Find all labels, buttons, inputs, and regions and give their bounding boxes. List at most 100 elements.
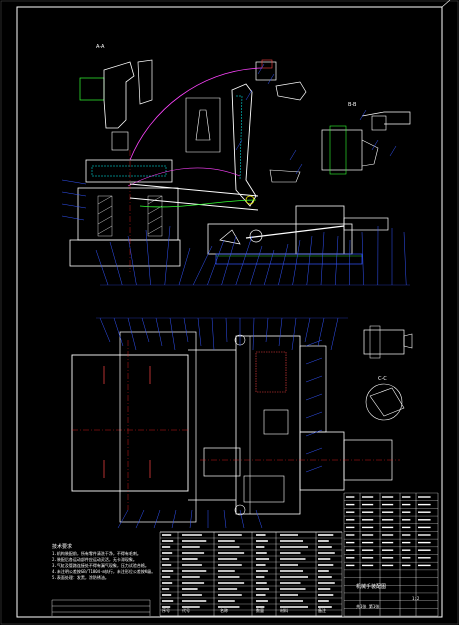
leader-line — [169, 317, 176, 351]
plan-view: C-C — [71, 317, 413, 529]
link-rod-1 — [129, 183, 259, 197]
column-housing — [77, 187, 179, 241]
leader-line — [252, 317, 255, 351]
green-link — [139, 199, 257, 208]
leader-line — [249, 245, 263, 286]
leader-line — [305, 429, 323, 437]
side-bracket — [299, 345, 327, 433]
turntable-hidden — [91, 165, 167, 177]
base-outline — [71, 354, 189, 492]
leader-line — [145, 229, 151, 286]
leader-line — [320, 231, 325, 286]
pocket-detail — [185, 97, 221, 153]
notes-line-2: 2.装配后各运动部件应运动灵活，无卡滞现象。 — [52, 556, 137, 562]
leader-line — [235, 139, 243, 151]
leader-line — [135, 509, 145, 529]
leader-lines-top — [61, 63, 410, 286]
notes-line-3: 3.气缸及管路连接处不得有漏气现象，压力试验合格。 — [52, 562, 149, 568]
notes-line-1: 1.机构装配前，所有零件清洗干净，不得有毛刺。 — [52, 550, 141, 556]
carriage-frame — [119, 331, 197, 523]
cylinder-mount — [203, 447, 241, 477]
leader-line — [349, 239, 351, 286]
leader-line — [189, 509, 193, 529]
leader-line — [211, 317, 215, 351]
detail-b-green — [329, 125, 347, 175]
link-rod-2 — [129, 197, 259, 211]
leader-line — [109, 241, 123, 286]
gripper-head — [275, 81, 307, 101]
drawing-title: 机械手装配图 — [356, 583, 386, 590]
leader-line — [361, 231, 364, 286]
leader-line — [61, 191, 87, 197]
parts-header-material: 材料 — [280, 607, 288, 613]
detail-disk — [365, 383, 403, 421]
leader-line — [292, 239, 301, 286]
leader-line — [330, 317, 339, 351]
cylinder-block — [295, 205, 345, 255]
parts-header-remark: 备注 — [318, 607, 326, 613]
leader-line — [225, 317, 228, 343]
leader-line — [239, 509, 245, 529]
cylinder-rod-end — [343, 217, 389, 231]
gear-box — [263, 409, 289, 435]
parts-header-no: 序号 — [162, 607, 170, 613]
elevation-view: B-B A-A — [61, 44, 411, 286]
leader-line — [178, 247, 191, 286]
leader-line — [153, 509, 161, 529]
leader-line — [371, 139, 379, 151]
leader-line — [265, 317, 269, 343]
motion-arc-lower — [127, 167, 241, 187]
notes-heading: 技术要求 — [52, 543, 72, 550]
leader-line — [278, 243, 289, 286]
leader-line — [389, 145, 397, 157]
leader-line — [291, 317, 297, 351]
parts-header-qty: 数量 — [256, 607, 264, 613]
detail-c-nozzle — [403, 333, 413, 349]
pivot-pin — [245, 195, 255, 205]
leader-line — [99, 317, 111, 343]
leader-line — [141, 317, 150, 343]
leader-line — [403, 231, 407, 286]
trim-mark — [441, 0, 451, 8]
base-plate — [69, 239, 181, 267]
notes-line-4: 4.未注明公差按GB/T1804-m执行，未注形位公差按K级。 — [52, 568, 155, 574]
motor-block — [79, 77, 105, 101]
title-block: 机械手装配图 1:2 共1张 第1张 — [356, 583, 420, 609]
leader-line — [305, 393, 323, 401]
leader-line — [305, 357, 323, 365]
leader-line — [334, 235, 339, 286]
leader-line — [263, 249, 275, 286]
crank-disk — [249, 229, 263, 243]
leader-line — [306, 235, 313, 286]
detail-label-a: A-A — [96, 44, 105, 50]
leader-line — [223, 509, 227, 529]
parts-list-table — [159, 531, 343, 617]
sheet-count: 共1张 第1张 — [356, 603, 379, 609]
leader-line — [317, 317, 325, 347]
tech-notes: 技术要求 1.机构装配前，所有零件清洗干净，不得有毛刺。 2.装配后各运动部件应… — [52, 543, 155, 580]
leader-line — [267, 73, 275, 85]
leader-line — [207, 239, 225, 286]
detail-b-body — [321, 129, 363, 171]
drawing-border — [16, 6, 443, 618]
detail-b-arm — [361, 111, 411, 125]
leader-line — [113, 317, 124, 347]
detail-b-clamp — [361, 139, 379, 167]
leader-line — [305, 375, 323, 383]
leader-line — [305, 465, 323, 473]
pocket-slot — [195, 109, 211, 141]
mount-slots — [103, 366, 151, 478]
leader-line — [221, 235, 237, 286]
finger-detail — [269, 169, 301, 183]
leader-line — [197, 317, 202, 347]
parts-header-code: 代号 — [182, 607, 190, 613]
leader-line — [304, 317, 311, 343]
lower-block — [243, 475, 285, 503]
leader-line — [164, 225, 171, 286]
red-cutout — [255, 351, 287, 393]
parts-header-name: 名称 — [220, 607, 228, 613]
parts-header-row: 序号 代号 名称 数量 材料 备注 — [162, 607, 326, 613]
